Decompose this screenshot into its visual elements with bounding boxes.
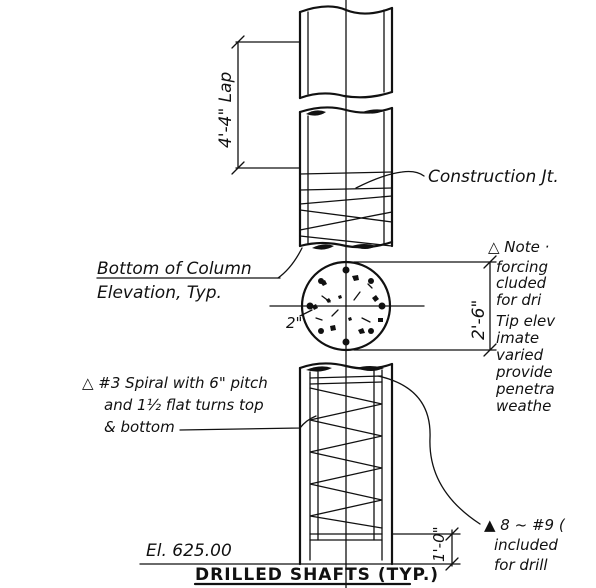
bars-leader — [377, 375, 481, 525]
bottom-of-column-label: Bottom of Column — [97, 259, 252, 279]
spiral-label-line-1: △ #3 Spiral with 6" pitch — [82, 374, 268, 392]
diameter-dimension — [353, 255, 497, 357]
lower-column-segment — [298, 106, 394, 250]
svg-text:Tip elev: Tip elev — [496, 312, 556, 330]
svg-text:forcing: forcing — [496, 258, 548, 276]
bars-label-line-2: included — [494, 536, 558, 554]
svg-text:for dri: for dri — [496, 291, 542, 309]
svg-text:provide: provide — [495, 363, 553, 381]
construction-joint-leader — [355, 170, 425, 189]
spiral-leader — [179, 415, 317, 431]
upper-column-segment — [298, 5, 394, 100]
svg-text:△ Note ·: △ Note · — [488, 238, 549, 256]
cover-label: 2" — [286, 314, 302, 332]
diameter-label: 2'-6" — [469, 300, 489, 340]
lap-dimension — [231, 35, 301, 175]
svg-text:cluded: cluded — [496, 274, 547, 292]
lap-label: 4'-4" Lap — [216, 71, 236, 148]
bottom-dimension — [391, 527, 461, 571]
bottom-dimension-label: 1'-0" — [430, 526, 448, 562]
svg-text:weathe: weathe — [496, 397, 551, 415]
bars-label-line-3: for drill — [494, 556, 548, 574]
svg-text:varied: varied — [496, 346, 544, 364]
drawing-title: DRILLED SHAFTS (TYP.) — [195, 565, 439, 585]
shaft-bottom-segment — [298, 362, 394, 566]
elevation-label: El. 625.00 — [146, 541, 232, 561]
svg-text:penetra: penetra — [495, 380, 555, 398]
svg-text:imate: imate — [496, 329, 539, 347]
shaft-cross-section — [269, 260, 425, 352]
spiral-label-line-3: & bottom — [104, 418, 175, 436]
bars-label-line-1: ▲ 8 ~ #9 ( — [484, 516, 566, 534]
spiral-label-line-2: and 1½ flat turns top — [104, 396, 264, 414]
elevation-typ-label: Elevation, Typ. — [97, 283, 222, 303]
construction-joint-label: Construction Jt. — [428, 167, 559, 187]
bottom-of-column-leader — [277, 247, 303, 279]
note-block: △ Note · forcing cluded for dri Tip elev… — [488, 238, 556, 415]
